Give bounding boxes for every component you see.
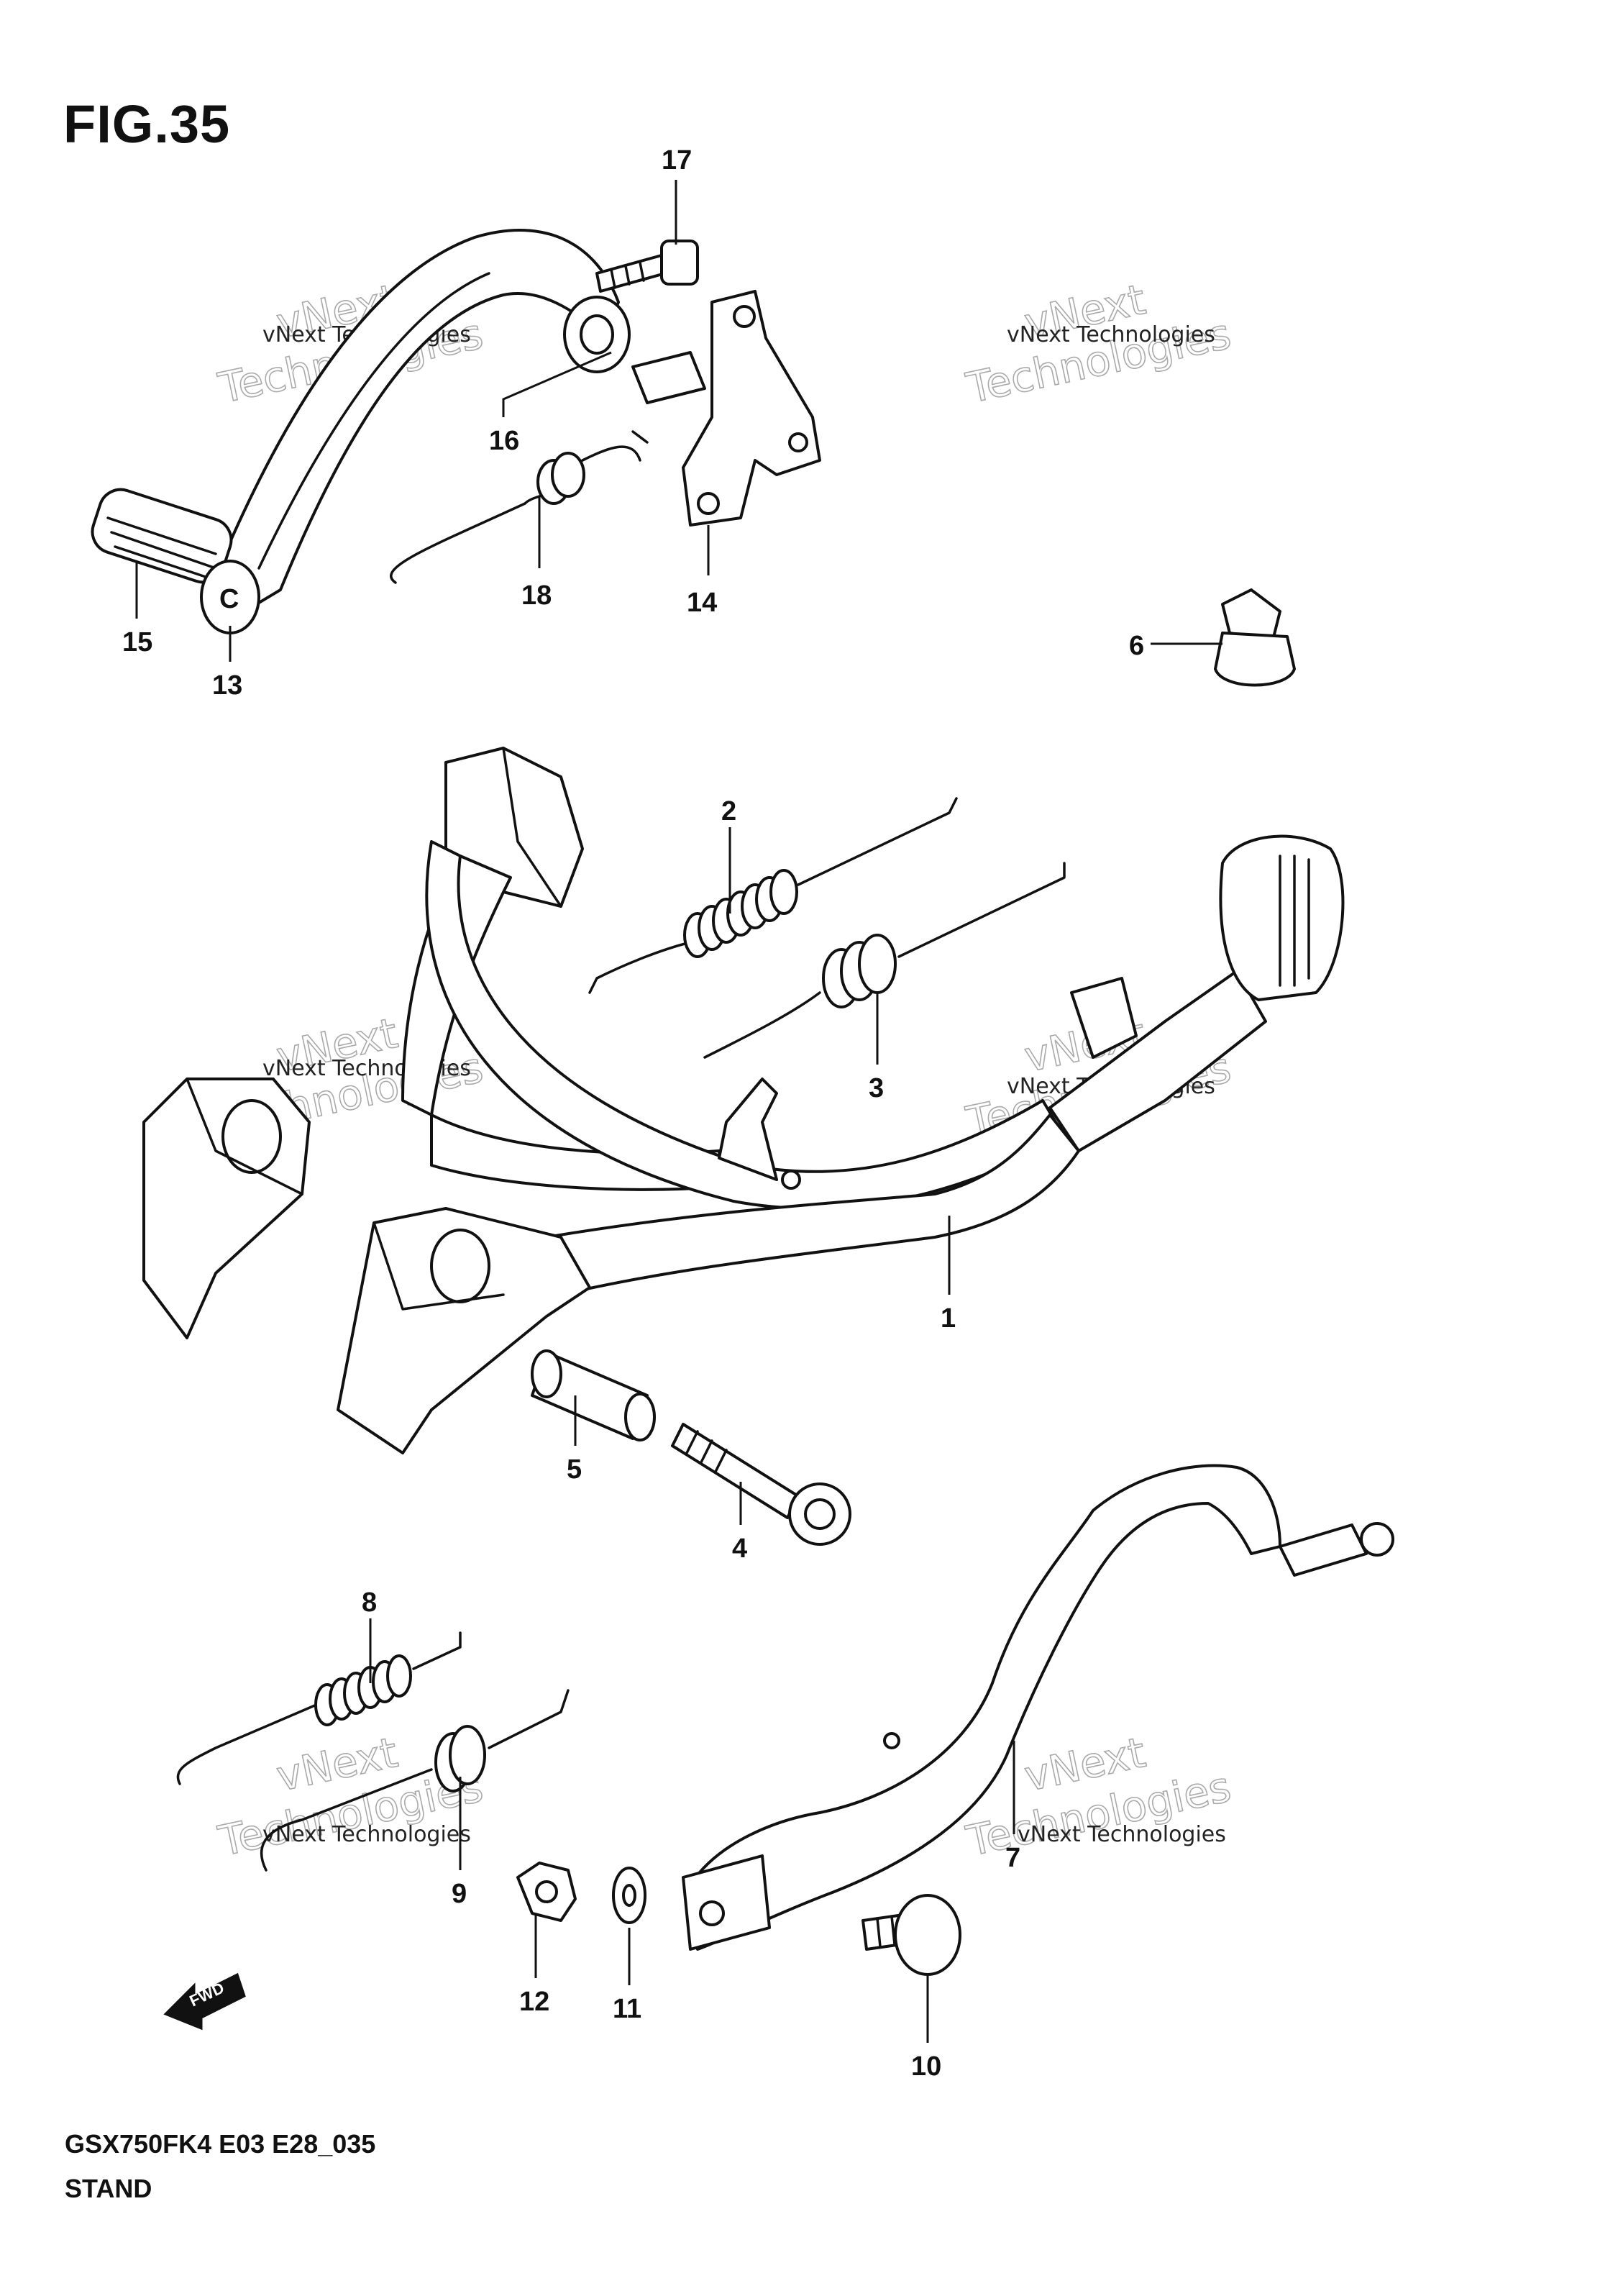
part-2-spring	[588, 797, 958, 994]
callout-13: 13	[212, 670, 242, 701]
callout-11: 11	[613, 1994, 641, 2024]
part-11-washer	[612, 1867, 646, 1924]
figure-title: FIG.35	[63, 94, 231, 154]
callout-10: 10	[911, 2051, 941, 2082]
leader-lines	[135, 180, 1222, 2043]
callout-14: 14	[687, 588, 717, 618]
callout-1: 1	[941, 1303, 956, 1334]
part-16-bushing	[563, 296, 631, 373]
callout-18: 18	[521, 580, 552, 611]
fwd-arrow-icon: FWD	[163, 1972, 246, 2031]
diagram-title: STAND	[65, 2174, 152, 2203]
callout-6: 6	[1129, 631, 1144, 661]
part-1-center-stand	[142, 747, 1345, 1454]
callout-16: 16	[489, 426, 519, 456]
part-12-nut	[516, 1862, 577, 1922]
part-17-bolt	[595, 240, 699, 293]
part-4-bolt	[671, 1423, 851, 1546]
part-5-collar	[531, 1349, 656, 1441]
svg-text:vNext Technologies: vNext Technologies	[1007, 322, 1215, 347]
callout-labels: 17 16 18 14 15 13 6 2 3 1 5 4 7 8 9 12 1…	[122, 145, 1144, 2082]
part-9-spring	[260, 1689, 570, 1872]
part-14-lever	[631, 290, 821, 527]
callout-17: 17	[662, 145, 692, 176]
marker-c: C	[219, 584, 239, 614]
part-10-bolt	[861, 1894, 961, 1976]
callout-4: 4	[732, 1534, 747, 1564]
svg-text:vNext Technologies: vNext Technologies	[262, 1822, 471, 1847]
callout-5: 5	[567, 1454, 582, 1485]
part-3-spring	[703, 862, 1066, 1059]
callout-2: 2	[721, 796, 736, 826]
part-7-side-stand	[682, 1464, 1394, 1951]
part-6-stopper	[1214, 588, 1296, 687]
svg-text:C: C	[219, 584, 239, 614]
callout-12: 12	[519, 1987, 549, 2017]
svg-text:vNext Technologies: vNext Technologies	[1018, 1822, 1226, 1847]
callout-3: 3	[869, 1073, 884, 1103]
callout-7: 7	[1005, 1843, 1020, 1873]
part-15-brake-pedal	[91, 229, 620, 634]
watermark-2: vNext Technologies vNext Technologies	[961, 274, 1235, 414]
model-code: GSX750FK4 E03 E28_035	[65, 2129, 376, 2159]
callout-8: 8	[362, 1587, 377, 1618]
callout-9: 9	[452, 1879, 467, 1909]
callout-15: 15	[122, 627, 152, 657]
